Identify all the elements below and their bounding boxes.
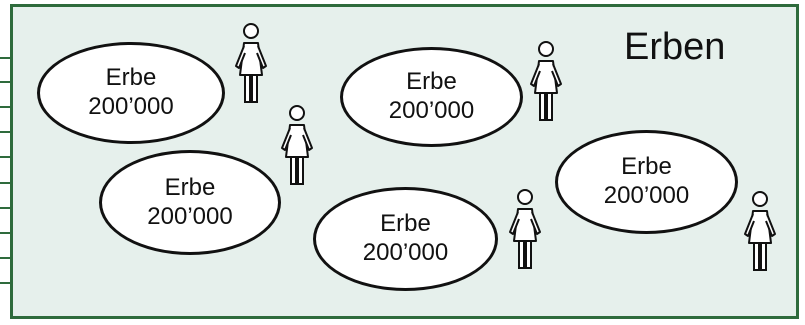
heir-label: Erbe bbox=[621, 153, 672, 181]
woman-figure-icon bbox=[281, 105, 313, 185]
heir-amount: 200’000 bbox=[147, 202, 233, 230]
heir-oval: Erbe 200’000 bbox=[340, 47, 523, 147]
heir-amount: 200’000 bbox=[388, 97, 475, 124]
heir-oval: Erbe 200’000 bbox=[37, 42, 225, 144]
woman-figure-icon bbox=[744, 191, 776, 271]
woman-figure-icon bbox=[530, 41, 562, 121]
woman-figure-icon bbox=[509, 189, 541, 269]
heir-label: Erbe bbox=[406, 68, 457, 96]
heir-label: Erbe bbox=[164, 173, 216, 201]
heir-label: Erbe bbox=[105, 64, 157, 92]
heir-oval: Erbe 200’000 bbox=[555, 130, 738, 234]
heir-amount: 200’000 bbox=[362, 239, 449, 266]
woman-figure-icon bbox=[235, 23, 267, 103]
heir-amount: 200’000 bbox=[603, 182, 690, 209]
panel-title: Erben bbox=[624, 26, 726, 68]
heir-label: Erbe bbox=[380, 210, 431, 238]
heir-oval: Erbe 200’000 bbox=[313, 187, 498, 291]
heir-oval: Erbe 200’000 bbox=[99, 150, 281, 255]
heir-amount: 200’000 bbox=[88, 93, 174, 120]
